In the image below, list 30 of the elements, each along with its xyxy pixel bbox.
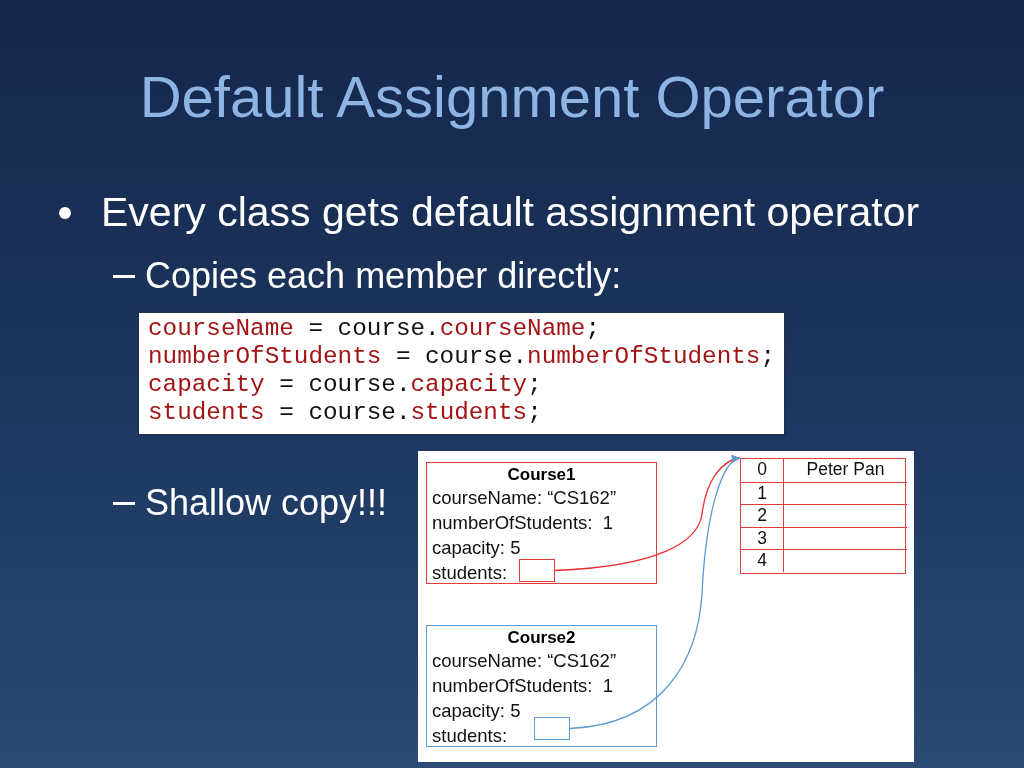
bullet-text: Shallow copy!!! (145, 481, 388, 525)
table-cell-text: 0 (756, 459, 768, 481)
field-text: capacity: 5 (432, 700, 521, 722)
field-text: students: (432, 562, 508, 584)
field-text: numberOfStudents: 1 (432, 675, 613, 697)
field-text: students: (432, 725, 508, 747)
code-line: numberOfStudents = course.numberOfStudents; (148, 343, 775, 371)
table-cell: 4 (741, 549, 783, 572)
object-box (426, 625, 657, 747)
field-text: capacity: 5 (432, 537, 521, 559)
field-text: numberOfStudents: 1 (432, 512, 613, 534)
table-cell: 3 (741, 526, 783, 550)
array-table (740, 458, 906, 574)
code-line: courseName = course.courseName; (148, 315, 601, 343)
code-line: capacity = course.capacity; (148, 371, 542, 399)
code-line: students = course.students; (148, 399, 542, 427)
pointer-box (519, 559, 555, 582)
bullet-text: Every class gets default assignment operator (101, 188, 920, 237)
bullet-text: Copies each member directly: (145, 254, 622, 298)
table-cell: 2 (741, 504, 783, 527)
slide-title: Default Assignment Operator (138, 63, 886, 131)
table-cell: 1 (741, 481, 783, 505)
object-title: Course1 (506, 464, 577, 486)
pointer-arrow (569, 456, 741, 730)
pointer-box (534, 717, 570, 740)
field-text: courseName: “CS162” (432, 650, 617, 672)
table-cell: Peter Pan (783, 459, 907, 482)
object-title: Course2 (506, 627, 577, 649)
field-text: courseName: “CS162” (432, 487, 617, 509)
object-box (426, 462, 657, 584)
